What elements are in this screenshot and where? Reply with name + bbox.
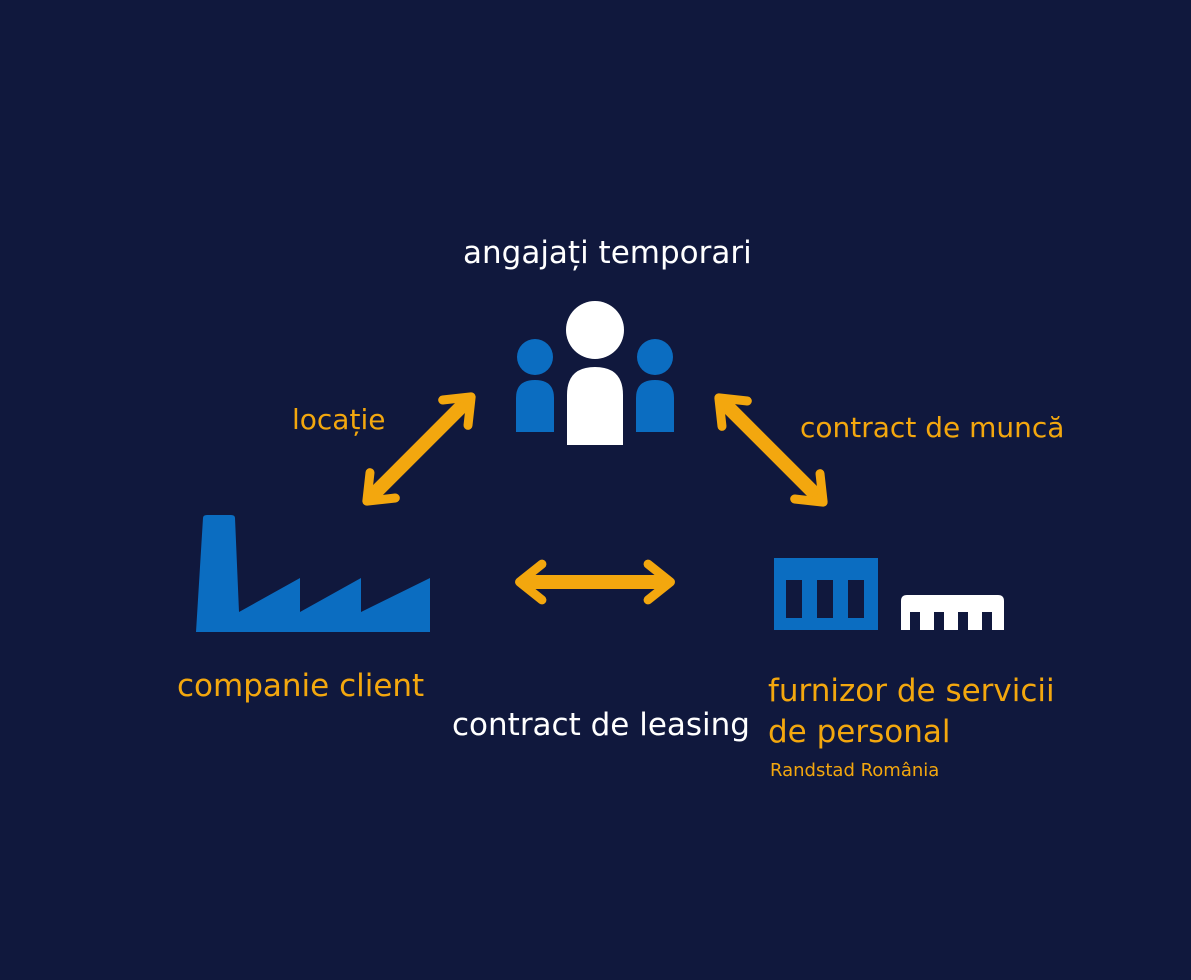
leasing-contract-label: contract de leasing <box>452 707 750 743</box>
employment-contract-label: contract de muncă <box>800 411 1065 444</box>
office-building-icon <box>774 558 1004 630</box>
temporary-employees-label: angajați temporari <box>463 235 752 271</box>
location-label: locație <box>292 403 386 436</box>
staffing-provider-line-2: de personal <box>768 714 951 750</box>
staffing-provider-line-1: furnizor de servicii <box>768 673 1055 709</box>
staffing-provider-label: furnizor de servicii de personal <box>768 671 1055 753</box>
people-group-icon <box>516 301 674 445</box>
employment-contract-arrow <box>714 393 828 507</box>
provider-brand-label: Randstad România <box>770 760 940 781</box>
location-arrow <box>362 392 476 506</box>
client-company-label: companie client <box>177 668 425 704</box>
factory-icon <box>196 515 430 632</box>
